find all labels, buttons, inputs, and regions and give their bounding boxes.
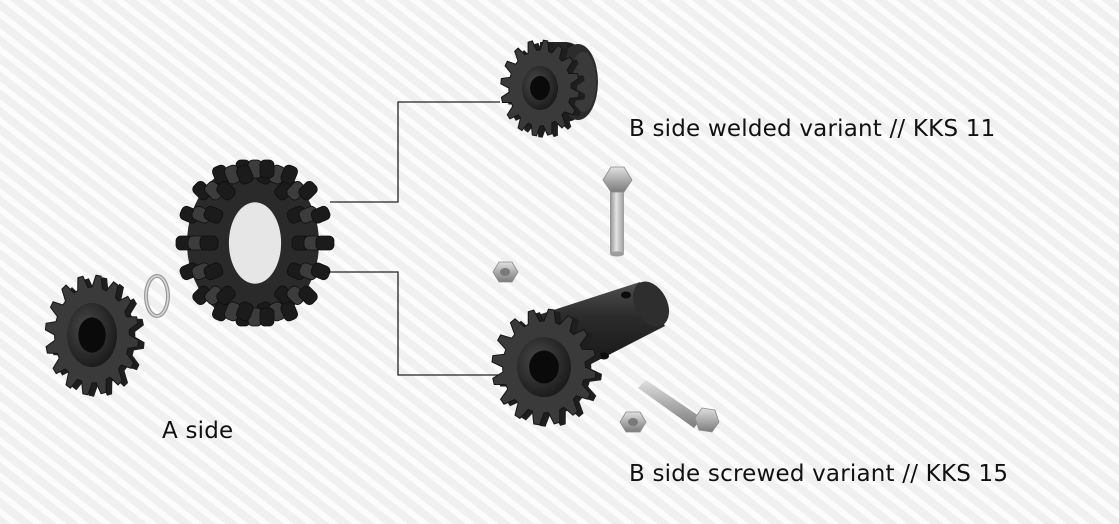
connector-line-welded <box>330 101 500 203</box>
b-side-welded-sprocket <box>500 39 598 138</box>
chain-coupling <box>175 159 335 327</box>
bolt-vertical <box>602 166 633 257</box>
retaining-ring <box>144 274 170 318</box>
nut-left <box>492 261 519 283</box>
bolt-diagonal <box>638 380 720 433</box>
nut-bottom <box>619 411 647 433</box>
b-side-welded-label: B side welded variant // KKS 11 <box>629 116 996 142</box>
a-side-label: A side <box>162 418 234 444</box>
b-side-screwed-label: B side screwed variant // KKS 15 <box>629 461 1009 487</box>
connector-line-screwed <box>330 271 500 376</box>
a-side-sprocket <box>44 274 145 397</box>
b-side-screwed-sprocket <box>491 281 670 427</box>
